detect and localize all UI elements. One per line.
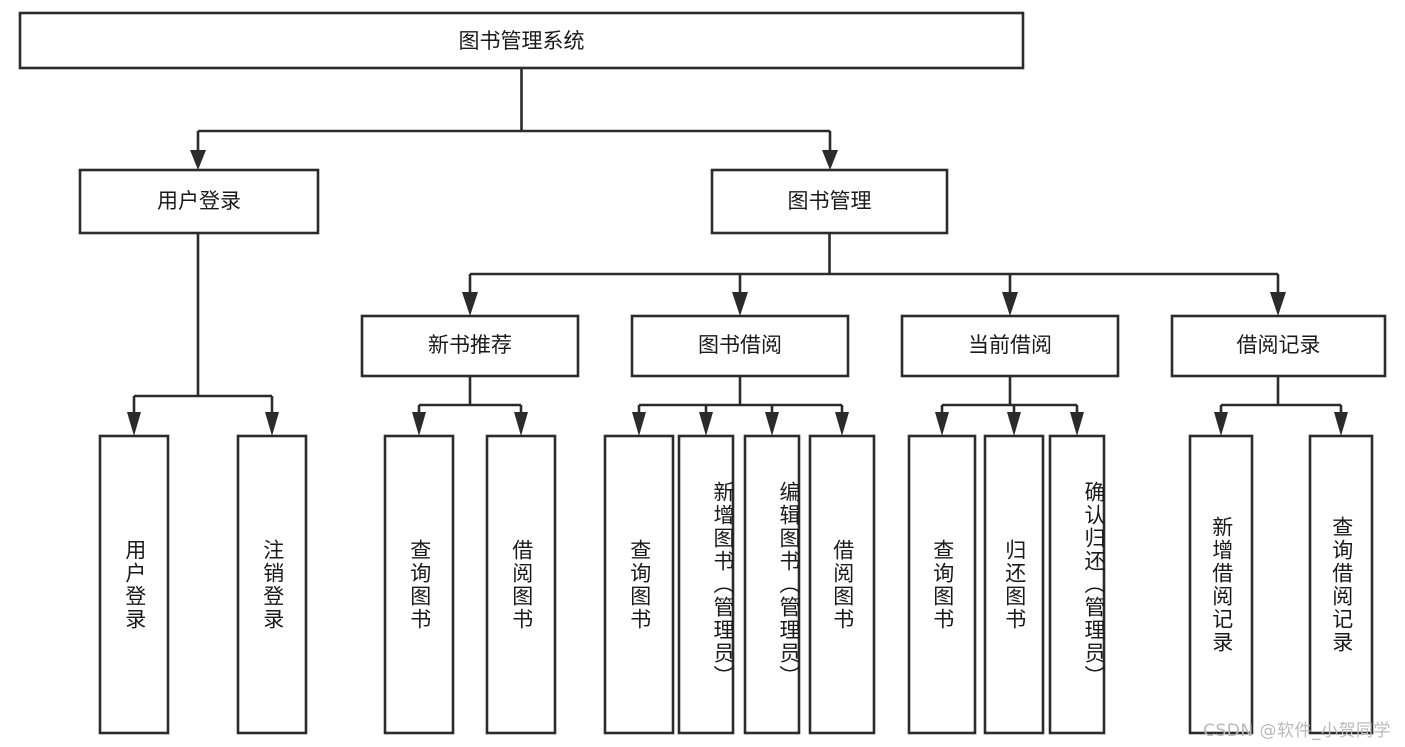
arrow-head-leaf-confirm-return-admin (1070, 412, 1084, 436)
arrow-head-book-manage (822, 150, 838, 170)
node-new-book-rec-label: 新书推荐 (428, 333, 512, 357)
node-user-login[interactable] (78, 168, 320, 235)
arrow-head-leaf-borrow-book (835, 412, 849, 436)
node-borrow-record-label: 借阅记录 (1237, 333, 1321, 357)
arrow-head-leaf-query-book-borrow (632, 412, 646, 436)
arrow-head-leaf-query-record (1334, 412, 1348, 436)
arrow-head-leaf-add-book-admin (699, 412, 713, 436)
connector-layer (127, 68, 1348, 436)
node-book-borrow-label: 图书借阅 (698, 333, 782, 357)
arrow-head-leaf-return-book (1007, 412, 1021, 436)
node-leaf-add-book-admin[interactable] (677, 434, 735, 735)
node-current-borrow[interactable] (900, 314, 1120, 378)
node-leaf-query-record[interactable] (1308, 434, 1374, 735)
arrow-head-leaf-add-record (1214, 412, 1228, 436)
node-leaf-edit-book-admin[interactable] (743, 434, 801, 735)
node-leaf-borrow-book-rec[interactable] (485, 434, 557, 735)
node-current-borrow-label: 当前借阅 (968, 333, 1052, 357)
node-layer: 图书管理系统 用户登录 图书管理 新书推荐 图书借阅 当前借阅 借阅记录 (18, 11, 1387, 735)
node-book-manage-label: 图书管理 (788, 189, 872, 213)
node-leaf-user-login[interactable] (98, 434, 170, 735)
arrow-head-borrow-record (1270, 292, 1286, 316)
arrow-head-leaf-query-book-rec (412, 412, 426, 436)
arrow-head-current-borrow (1002, 292, 1018, 316)
node-leaf-confirm-return-admin[interactable] (1048, 434, 1106, 735)
arrow-head-leaf-borrow-book-rec (514, 412, 528, 436)
node-leaf-return-book[interactable] (983, 434, 1045, 735)
arrow-head-leaf-user-login (127, 412, 141, 436)
node-leaf-logout[interactable] (236, 434, 308, 735)
node-borrow-record[interactable] (1170, 314, 1387, 378)
node-book-borrow[interactable] (630, 314, 850, 378)
node-leaf-borrow-book[interactable] (808, 434, 876, 735)
arrow-head-new-book-rec (462, 292, 478, 316)
csdn-watermark: CSDN @软件_小贺同学 (1203, 721, 1391, 741)
arrow-head-leaf-logout (265, 412, 279, 436)
arrow-head-leaf-edit-book-admin (765, 412, 779, 436)
node-root-label: 图书管理系统 (459, 29, 585, 53)
arrow-head-leaf-query-book-cur (935, 412, 949, 436)
arrow-head-book-borrow (732, 292, 748, 316)
node-book-manage[interactable] (710, 168, 949, 235)
node-leaf-query-book-cur[interactable] (907, 434, 977, 735)
node-leaf-query-book-rec[interactable] (383, 434, 455, 735)
node-leaf-add-record[interactable] (1188, 434, 1254, 735)
node-root[interactable] (18, 11, 1025, 70)
node-user-login-label: 用户登录 (157, 189, 241, 213)
node-new-book-rec[interactable] (360, 314, 580, 378)
node-leaf-query-book-borrow[interactable] (603, 434, 675, 735)
arrow-head-user-login (190, 150, 206, 170)
